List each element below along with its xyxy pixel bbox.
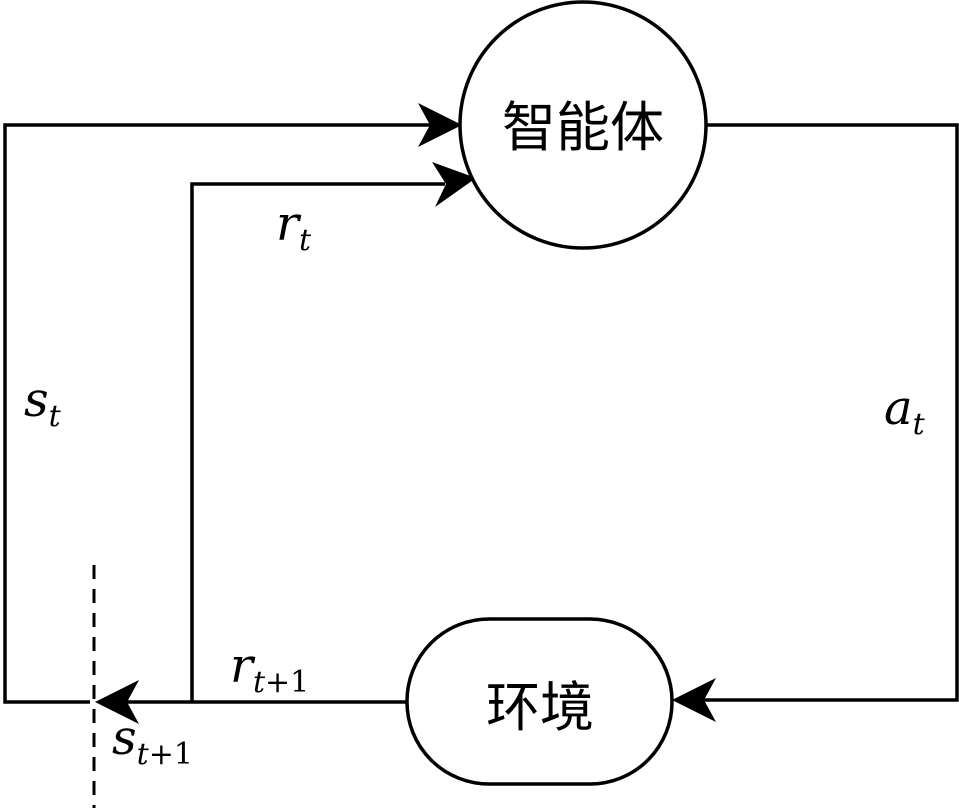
state-t-label: st [24,372,62,434]
action-t-label: at [884,380,926,442]
action-line [690,123,959,702]
state-arrowhead [418,103,462,147]
reward-t-label: rt [276,196,312,258]
next-state-arrowhead [95,680,139,724]
environment-node [405,617,674,786]
state-t1-label: st+1 [112,710,193,772]
reward-t1-label: rt+1 [230,638,309,700]
reward-feedback-line [190,182,445,702]
agent-label: 智能体 [502,96,664,159]
reward-arrowhead [432,162,476,207]
agent-node [458,0,708,250]
environment-label: 环境 [486,676,594,739]
action-arrowhead [672,678,716,722]
state-feedback-line [3,123,440,704]
